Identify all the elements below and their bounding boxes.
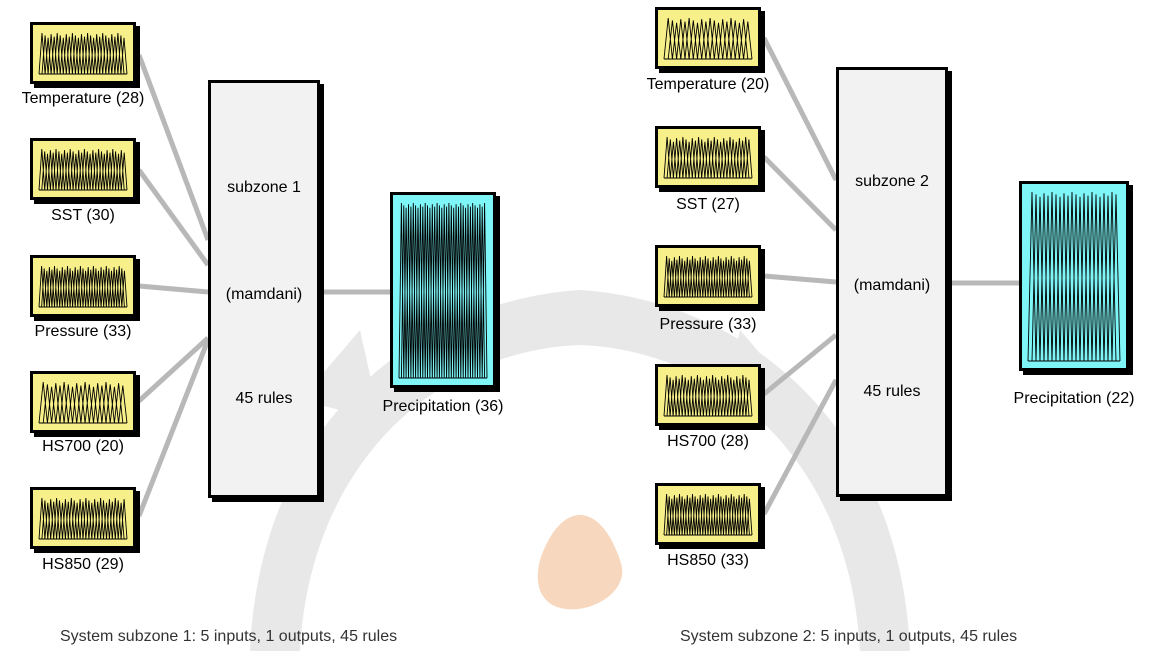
mf-triangles bbox=[38, 265, 128, 308]
membership-function-curves bbox=[1027, 191, 1121, 362]
membership-function-curves bbox=[663, 493, 753, 536]
connector-lines bbox=[136, 36, 1019, 517]
mf-triangles bbox=[663, 255, 753, 298]
system-summary-caption: System subzone 2: 5 inputs, 1 outputs, 4… bbox=[680, 628, 1018, 645]
input-label-hs850: HS850 (29) bbox=[42, 556, 124, 573]
membership-function-curves bbox=[663, 136, 753, 179]
connector-line bbox=[136, 168, 211, 267]
mf-triangles bbox=[38, 497, 128, 540]
input-label-sst: SST (30) bbox=[51, 207, 115, 224]
output-label-precipitation: Precipitation (36) bbox=[382, 398, 504, 415]
connector-line bbox=[138, 283, 209, 295]
connector-line bbox=[762, 155, 838, 232]
input-label-hs700: HS700 (28) bbox=[667, 433, 749, 450]
connector-line bbox=[136, 339, 211, 517]
input-label-sst: SST (27) bbox=[676, 196, 740, 213]
mf-triangles bbox=[663, 136, 753, 179]
membership-function-curves bbox=[398, 202, 488, 379]
mf-triangles bbox=[38, 381, 128, 424]
mf-triangles bbox=[38, 32, 128, 75]
membership-function-curves bbox=[38, 265, 128, 308]
rule-block-subzone-2[interactable]: subzone 2 (mamdani) 45 rules bbox=[836, 67, 948, 497]
input-mf-block-hs850[interactable] bbox=[30, 487, 136, 549]
output-mf-block-precipitation[interactable] bbox=[390, 192, 496, 388]
mf-triangles bbox=[1027, 191, 1121, 362]
membership-function-curves bbox=[38, 497, 128, 540]
membership-function-curves bbox=[38, 148, 128, 191]
rule-block-method: (mamdani) bbox=[225, 286, 303, 303]
mf-triangles bbox=[663, 17, 753, 60]
input-label-hs700: HS700 (20) bbox=[42, 438, 124, 455]
membership-function-curves bbox=[663, 374, 753, 417]
system-summary-caption: System subzone 1: 5 inputs, 1 outputs, 4… bbox=[60, 628, 398, 645]
mf-triangles bbox=[663, 374, 753, 417]
rule-block-count: 45 rules bbox=[235, 390, 293, 407]
membership-function-curves bbox=[38, 32, 128, 75]
input-mf-block-sst[interactable] bbox=[30, 138, 136, 200]
rule-block-name: subzone 2 bbox=[855, 173, 929, 190]
membership-function-curves bbox=[663, 255, 753, 298]
input-mf-block-pressure[interactable] bbox=[30, 255, 136, 317]
membership-function-curves bbox=[38, 381, 128, 424]
input-mf-block-hs850[interactable] bbox=[655, 483, 761, 545]
input-mf-block-temperature[interactable] bbox=[655, 7, 761, 69]
connector-line bbox=[137, 336, 210, 403]
input-mf-block-sst[interactable] bbox=[655, 126, 761, 188]
rule-block-subzone-1[interactable]: subzone 1 (mamdani) 45 rules bbox=[208, 80, 320, 498]
input-label-hs850: HS850 (33) bbox=[667, 552, 749, 569]
rule-block-name: subzone 1 bbox=[227, 179, 301, 196]
connector-line bbox=[763, 273, 837, 285]
input-mf-block-hs700[interactable] bbox=[30, 371, 136, 433]
connector-line bbox=[761, 378, 839, 516]
input-label-temperature: Temperature (28) bbox=[21, 90, 145, 107]
output-label-precipitation: Precipitation (22) bbox=[1013, 390, 1135, 407]
membership-function-curves bbox=[663, 17, 753, 60]
input-label-pressure: Pressure (33) bbox=[659, 316, 757, 333]
output-mf-block-precipitation[interactable] bbox=[1019, 181, 1129, 371]
connector-line bbox=[761, 36, 839, 182]
connector-line bbox=[762, 333, 838, 396]
mf-triangles bbox=[398, 202, 488, 379]
input-mf-block-hs700[interactable] bbox=[655, 364, 761, 426]
rule-block-method: (mamdani) bbox=[853, 277, 931, 294]
input-mf-block-temperature[interactable] bbox=[30, 22, 136, 84]
input-label-temperature: Temperature (20) bbox=[646, 76, 770, 93]
input-mf-block-pressure[interactable] bbox=[655, 245, 761, 307]
input-label-pressure: Pressure (33) bbox=[34, 323, 132, 340]
rule-block-count: 45 rules bbox=[863, 383, 921, 400]
mf-triangles bbox=[38, 148, 128, 191]
mf-triangles bbox=[663, 493, 753, 536]
connector-line bbox=[136, 54, 211, 241]
